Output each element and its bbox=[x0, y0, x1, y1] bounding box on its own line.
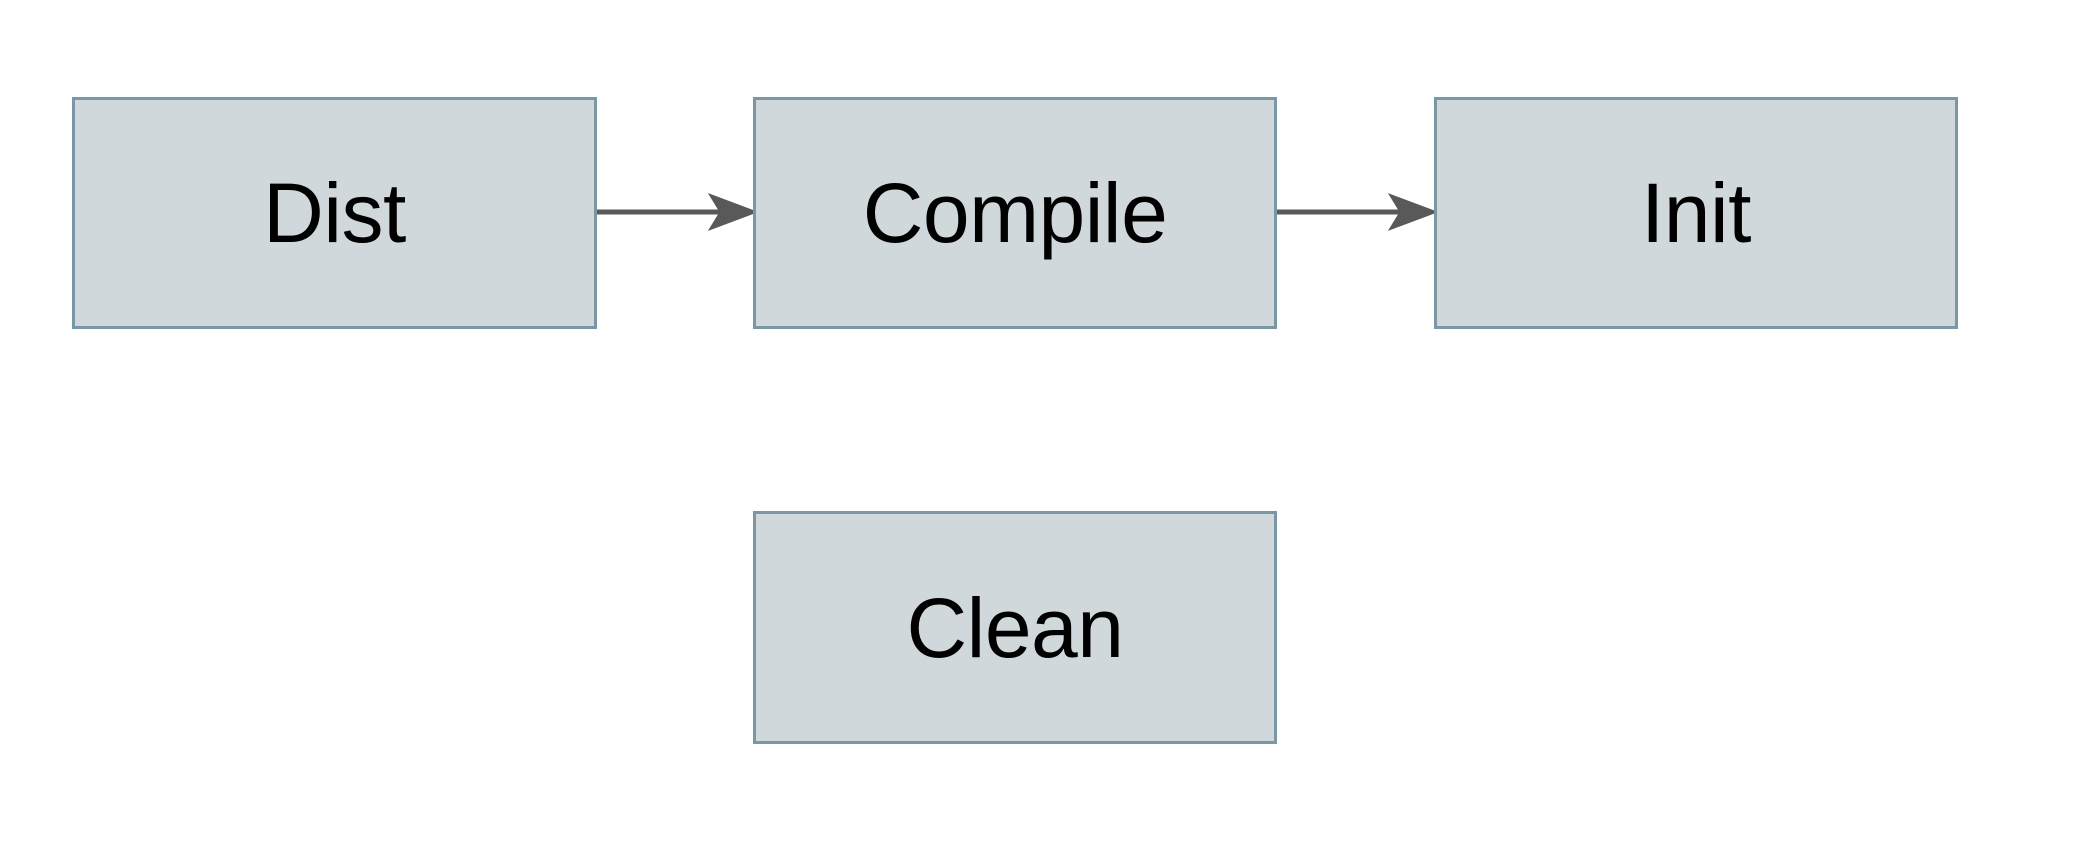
edge-dist-to-compile[interactable] bbox=[597, 193, 759, 231]
node-clean-label: Clean bbox=[906, 580, 1124, 675]
edge-compile-to-init[interactable] bbox=[1277, 193, 1439, 231]
node-dist[interactable]: Dist bbox=[72, 97, 597, 329]
node-init[interactable]: Init bbox=[1434, 97, 1958, 329]
node-init-label: Init bbox=[1640, 166, 1752, 260]
node-clean[interactable]: Clean bbox=[753, 511, 1277, 744]
node-compile-label: Compile bbox=[862, 166, 1168, 260]
node-dist-label: Dist bbox=[263, 166, 406, 260]
node-compile[interactable]: Compile bbox=[753, 97, 1277, 329]
